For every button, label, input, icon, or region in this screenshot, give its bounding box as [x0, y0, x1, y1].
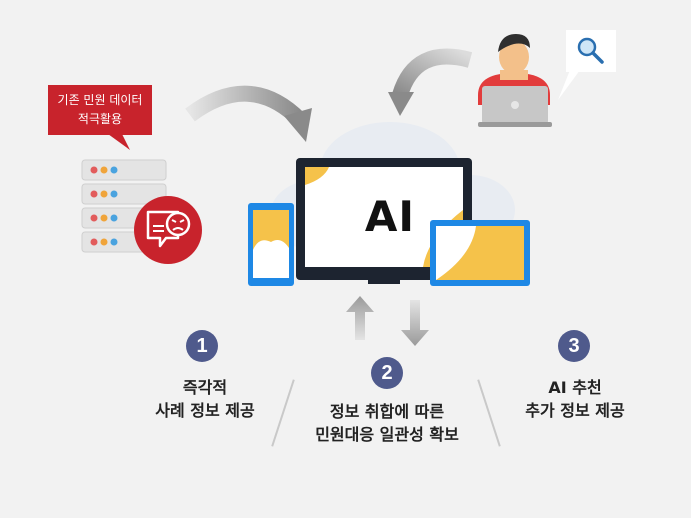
step-3-caption: AI 추천 추가 정보 제공 — [490, 376, 660, 422]
landscape-tablet-icon — [430, 220, 530, 286]
user-laptop-icon — [478, 34, 552, 127]
step-3-badge: 3 — [558, 330, 590, 362]
tablet-icon — [248, 203, 294, 286]
step-1-line-1: 즉각적 — [182, 378, 228, 397]
upload-arrow — [346, 296, 374, 340]
step-2-line-2: 민원대응 일관성 확보 — [315, 425, 459, 444]
callout-line-1: 기존 민원 데이터 — [57, 93, 143, 107]
magnifier-icon — [558, 30, 616, 100]
step-3-line-1: AI 추천 — [548, 378, 602, 397]
step-2-line-1: 정보 취합에 따른 — [329, 402, 445, 421]
step-2-caption: 정보 취합에 따른 민원대응 일관성 확보 — [287, 400, 487, 446]
step-1-badge: 1 — [186, 330, 218, 362]
step-1-line-2: 사례 정보 제공 — [155, 401, 255, 420]
step-1-caption: 즉각적 사례 정보 제공 — [110, 376, 300, 422]
download-arrow — [401, 300, 429, 346]
angry-complaint-icon — [134, 196, 202, 264]
step-3-line-2: 추가 정보 제공 — [525, 401, 625, 420]
step-2-badge: 2 — [371, 357, 403, 389]
data-callout: 기존 민원 데이터 적극활용 — [48, 85, 152, 135]
callout-tail — [108, 134, 130, 150]
curved-arrow-left — [185, 85, 312, 142]
curved-arrow-right — [388, 48, 473, 116]
ai-screen-label: AI — [364, 192, 416, 241]
callout-line-2: 적극활용 — [77, 112, 123, 126]
